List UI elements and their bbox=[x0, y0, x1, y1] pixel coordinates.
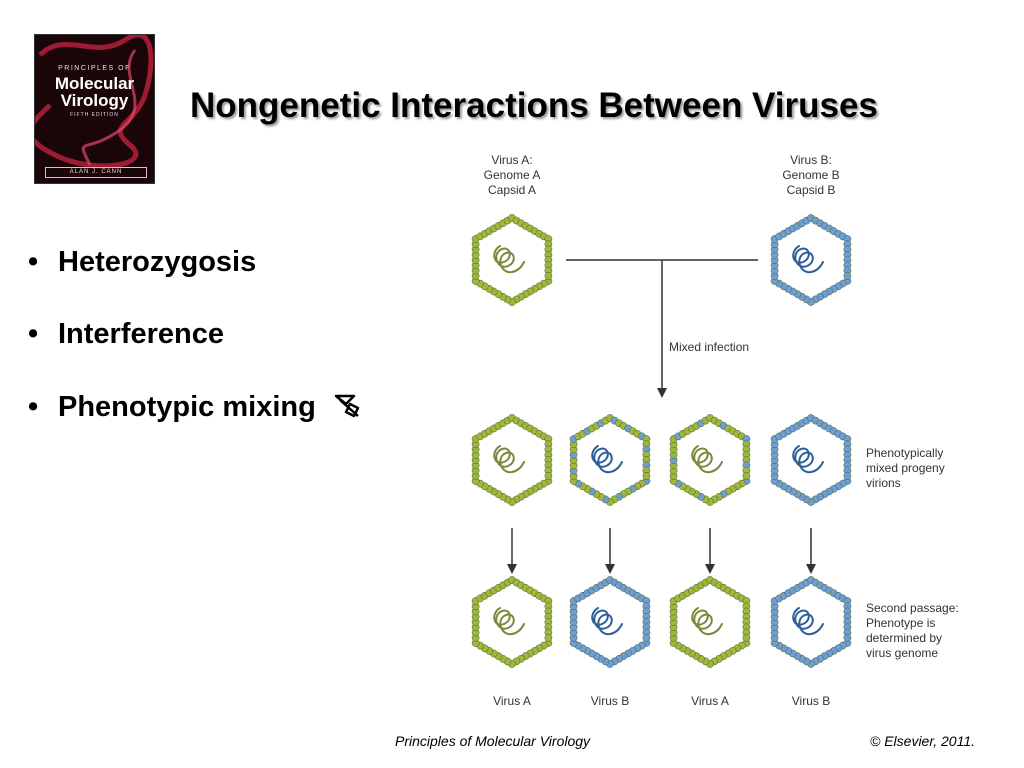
genome-coil bbox=[792, 607, 824, 636]
bullet-text: Heterozygosis bbox=[58, 246, 257, 278]
arrowhead bbox=[705, 564, 715, 574]
mixed-infection-label: Mixed infection bbox=[669, 340, 749, 354]
bullet-list: • Heterozygosis • Interference • Phenotypic… bbox=[28, 246, 362, 462]
footer-copyright: © Elsevier, 2011. bbox=[870, 733, 975, 749]
virion bbox=[569, 414, 651, 506]
arrowhead bbox=[507, 564, 517, 574]
virion bbox=[669, 576, 751, 668]
bullet-item: • Heterozygosis bbox=[28, 246, 362, 318]
slide-title: Nongenetic Interactions Between Viruses bbox=[190, 86, 878, 125]
virion bbox=[471, 414, 553, 506]
capsid-bead bbox=[642, 633, 651, 642]
virion bbox=[770, 576, 852, 668]
capsid-bead bbox=[742, 471, 751, 480]
genome-coil bbox=[493, 607, 525, 636]
genome-coil bbox=[792, 245, 824, 274]
virion bbox=[770, 414, 852, 506]
genome-coil bbox=[493, 245, 525, 274]
capsid-bead bbox=[742, 633, 751, 642]
virion bbox=[471, 214, 553, 306]
arrowhead bbox=[605, 564, 615, 574]
genome-coil bbox=[792, 445, 824, 474]
bullet-item: • Phenotypic mixing bbox=[28, 390, 362, 462]
genome-coil bbox=[493, 445, 525, 474]
arrowhead bbox=[806, 564, 816, 574]
capsid-bead bbox=[642, 471, 651, 480]
cover-edition: FIFTH EDITION bbox=[70, 112, 119, 118]
virion bbox=[770, 214, 852, 306]
capsid-bead bbox=[843, 271, 852, 280]
virion bbox=[669, 414, 751, 506]
bullet-item: • Interference bbox=[28, 318, 362, 390]
bullet-text: Interference bbox=[58, 318, 225, 350]
genome-coil bbox=[691, 607, 723, 636]
genome-coil bbox=[591, 607, 623, 636]
capsid-bead bbox=[544, 633, 553, 642]
genome-coil bbox=[691, 445, 723, 474]
cover-artwork bbox=[35, 35, 154, 169]
bullet-dot: • bbox=[28, 391, 39, 423]
bottom-label: Virus B bbox=[591, 694, 629, 708]
capsid-bead bbox=[843, 471, 852, 480]
capsid-bead bbox=[843, 633, 852, 642]
bullet-dot: • bbox=[28, 318, 39, 350]
footer-source: Principles of Molecular Virology bbox=[395, 733, 591, 749]
hand-pointer-icon bbox=[334, 394, 360, 418]
bullet-text: Phenotypic mixing bbox=[58, 391, 316, 423]
bottom-label: Virus B bbox=[792, 694, 830, 708]
genome-coil bbox=[591, 445, 623, 474]
bottom-label: Virus A bbox=[493, 694, 531, 708]
arrowhead bbox=[657, 388, 667, 398]
bottom-label: Virus A bbox=[691, 694, 729, 708]
cover-author: ALAN J. CANN bbox=[45, 167, 147, 178]
bullet-dot: • bbox=[28, 246, 39, 278]
cover-series: PRINCIPLES OF bbox=[58, 65, 131, 72]
virion bbox=[471, 576, 553, 668]
capsid-bead bbox=[544, 271, 553, 280]
virion bbox=[569, 576, 651, 668]
capsid-bead bbox=[544, 471, 553, 480]
